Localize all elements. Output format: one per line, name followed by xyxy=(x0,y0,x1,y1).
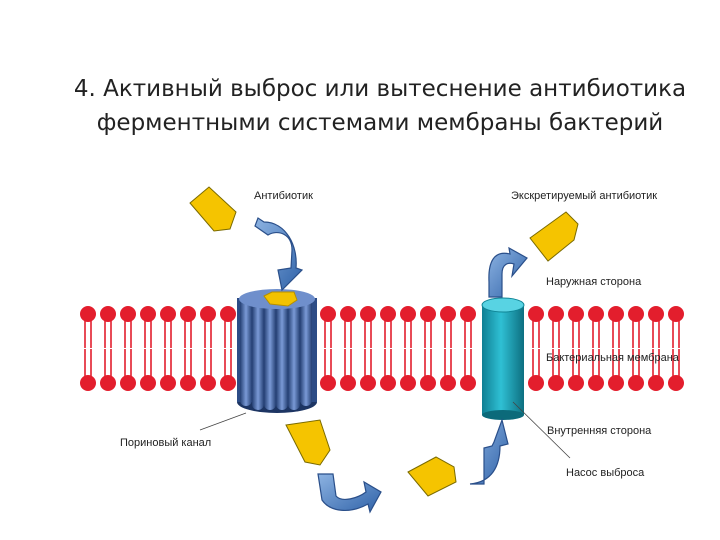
label-bacterial-membrane: Бактериальная мембрана xyxy=(546,352,680,364)
phospholipid xyxy=(140,349,156,391)
phospholipid xyxy=(440,306,456,348)
antibiotic-molecule-outside xyxy=(189,186,237,232)
label-efflux-pump: Насос выброса xyxy=(566,467,645,479)
porin-channel xyxy=(237,289,317,413)
phospholipid xyxy=(100,349,116,391)
antibiotic-in-porin xyxy=(263,291,298,307)
phospholipid xyxy=(568,349,584,391)
antibiotic-molecule-inside-right xyxy=(407,456,457,497)
phospholipid xyxy=(440,349,456,391)
phospholipid xyxy=(180,306,196,348)
phospholipid xyxy=(460,306,476,348)
phospholipid xyxy=(648,349,664,391)
label-antibiotic: Антибиотик xyxy=(254,190,313,202)
phospholipid xyxy=(140,306,156,348)
phospholipid xyxy=(548,306,564,348)
title-line-1: 4. Активный выброс или вытеснение антиби… xyxy=(73,76,687,102)
arrow-into-porin xyxy=(254,217,304,292)
excreted-antibiotic-molecule xyxy=(529,211,579,262)
phospholipid xyxy=(220,349,236,391)
phospholipid xyxy=(340,306,356,348)
arrow-bottom-cycle xyxy=(317,473,382,514)
phospholipid xyxy=(668,349,684,391)
label-porin-channel: Пориновый канал xyxy=(120,437,211,449)
title-line-2: ферментными системами мембраны бактерий xyxy=(96,110,664,136)
label-excreted-antibiotic: Экскретируемый антибиотик xyxy=(511,190,657,202)
phospholipid xyxy=(380,306,396,348)
phospholipid xyxy=(200,349,216,391)
phospholipid xyxy=(568,306,584,348)
phospholipid xyxy=(180,349,196,391)
phospholipid xyxy=(628,349,644,391)
phospholipid xyxy=(80,306,96,348)
phospholipid xyxy=(608,349,624,391)
phospholipid xyxy=(460,349,476,391)
arrow-out-of-pump xyxy=(488,246,528,298)
phospholipid xyxy=(220,306,236,348)
pump-pointer-line xyxy=(512,401,571,459)
phospholipid xyxy=(608,306,624,348)
slide-title: 4. Активный выброс или вытеснение антиби… xyxy=(40,72,720,140)
phospholipid xyxy=(160,306,176,348)
phospholipid xyxy=(648,306,664,348)
phospholipid xyxy=(320,306,336,348)
label-inner-side: Внутренняя сторона xyxy=(547,425,652,437)
porin-pointer-line xyxy=(199,412,247,431)
phospholipid xyxy=(420,349,436,391)
antibiotic-molecule-inside-left xyxy=(285,419,331,466)
phospholipid xyxy=(548,349,564,391)
phospholipid xyxy=(160,349,176,391)
phospholipid xyxy=(200,306,216,348)
phospholipid xyxy=(400,349,416,391)
lipid-bilayer xyxy=(80,306,684,391)
phospholipid xyxy=(528,306,544,348)
phospholipid xyxy=(420,306,436,348)
phospholipid xyxy=(588,349,604,391)
phospholipid xyxy=(380,349,396,391)
phospholipid xyxy=(360,306,376,348)
phospholipid xyxy=(528,349,544,391)
phospholipid xyxy=(340,349,356,391)
phospholipid xyxy=(120,349,136,391)
label-outer-side: Наружная сторона xyxy=(546,276,642,288)
phospholipid xyxy=(628,306,644,348)
phospholipid xyxy=(120,306,136,348)
phospholipid xyxy=(588,306,604,348)
phospholipid xyxy=(400,306,416,348)
phospholipid xyxy=(320,349,336,391)
phospholipid xyxy=(80,349,96,391)
phospholipid xyxy=(100,306,116,348)
phospholipid xyxy=(360,349,376,391)
arrow-into-pump xyxy=(469,417,509,485)
efflux-pump xyxy=(481,297,525,420)
phospholipid xyxy=(668,306,684,348)
